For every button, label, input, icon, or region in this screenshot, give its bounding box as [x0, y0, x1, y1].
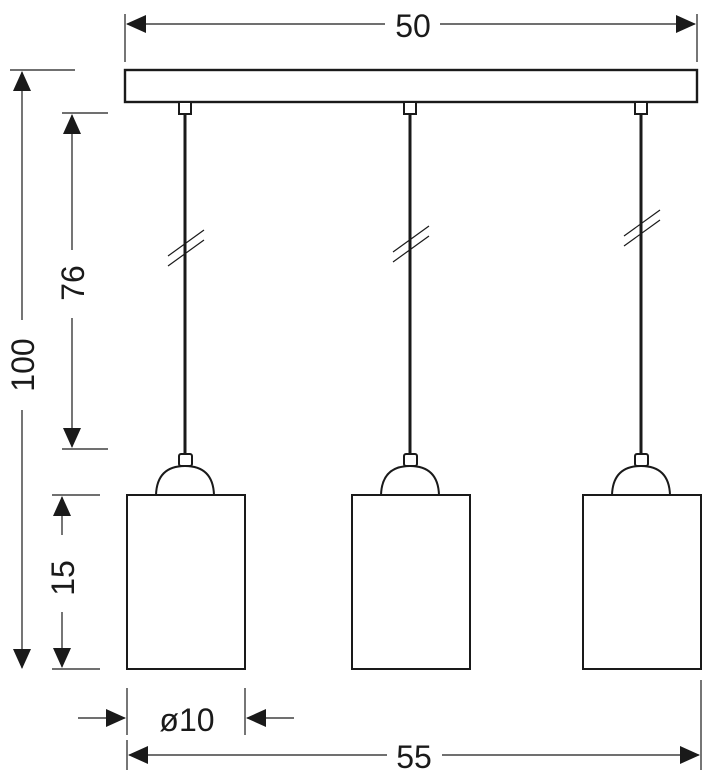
- shade-diameter-label: ø10: [159, 702, 214, 738]
- bottom-width-label: 55: [396, 739, 432, 775]
- pendant-left: [126, 101, 246, 670]
- shade-diameter-dimension: ø10: [78, 688, 294, 738]
- arrowhead-left-icon: [246, 709, 266, 727]
- pendant-right: [582, 101, 702, 670]
- arrowhead-down-icon: [63, 428, 81, 448]
- arrowhead-right-icon: [676, 15, 696, 33]
- top-width-dimension: 50: [124, 8, 698, 62]
- top-width-label: 50: [395, 8, 431, 44]
- cord-break-icon: [167, 229, 205, 267]
- cord-length-dimension: 76: [55, 112, 108, 450]
- shade: [351, 494, 471, 670]
- cord-anchor: [634, 101, 648, 115]
- shade-height-label: 15: [45, 560, 81, 596]
- arrowhead-up-icon: [13, 71, 31, 91]
- cord-break-icon: [623, 209, 661, 247]
- shade-dome: [155, 464, 215, 496]
- cord-anchor: [403, 101, 417, 115]
- total-height-label: 100: [5, 338, 41, 391]
- socket-cap: [403, 453, 418, 467]
- shade-dome: [611, 464, 671, 496]
- cord-anchor: [178, 101, 192, 115]
- arrowhead-left-icon: [128, 746, 148, 764]
- arrowhead-down-icon: [53, 648, 71, 668]
- pendant-middle: [351, 101, 471, 670]
- arrowhead-down-icon: [13, 649, 31, 669]
- cord-break-icon: [392, 225, 430, 263]
- arrowhead-left-icon: [126, 15, 146, 33]
- shade-dome: [380, 464, 440, 496]
- arrowhead-up-icon: [63, 114, 81, 134]
- arrowhead-right-icon: [680, 746, 700, 764]
- socket-cap: [178, 453, 193, 467]
- total-height-dimension: 100: [5, 69, 75, 669]
- cord-length-label: 76: [55, 265, 91, 301]
- socket-cap: [634, 453, 649, 467]
- bottom-width-dimension: 55: [126, 680, 702, 775]
- shade: [582, 494, 702, 670]
- shade-height-dimension: 15: [45, 494, 100, 670]
- arrowhead-up-icon: [53, 496, 71, 516]
- ceiling-bar: [123, 68, 699, 104]
- shade: [126, 494, 246, 670]
- arrowhead-right-icon: [106, 709, 126, 727]
